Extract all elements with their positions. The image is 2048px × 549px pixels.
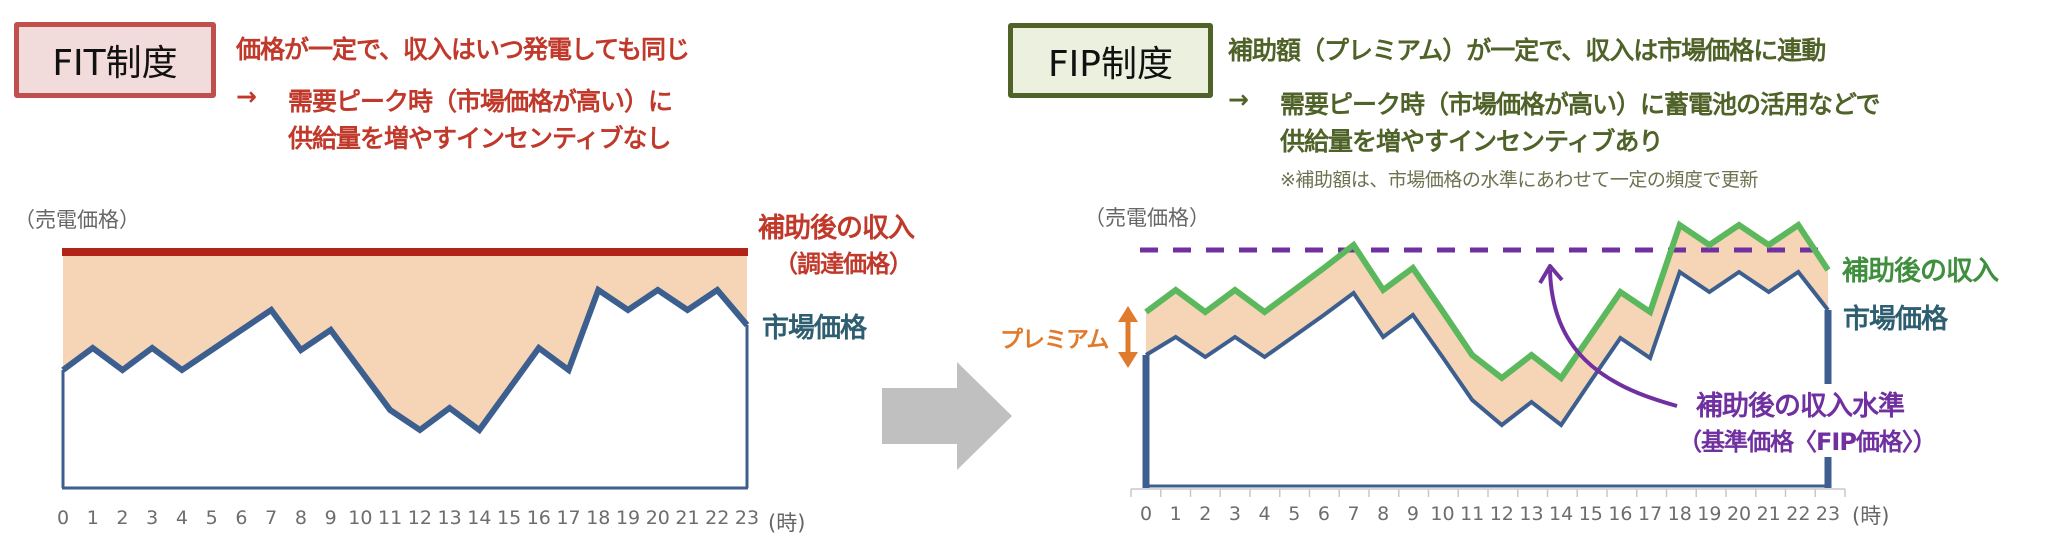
fit-x-tick-9: 9 [324, 507, 337, 529]
fit-x-tick-5: 5 [205, 507, 218, 529]
fip-x-tick-1: 1 [1169, 503, 1182, 525]
fip-x-tick-5: 5 [1288, 503, 1301, 525]
fit-x-tick-11: 11 [378, 507, 403, 529]
fip-post-subsidy-label: 補助後の収入 [1842, 256, 1999, 287]
fip-y-axis-label: （売電価格） [1084, 206, 1210, 230]
fip-market-price-line [1144, 268, 1830, 428]
fit-x-axis-unit: (時) [768, 511, 806, 535]
fip-x-tick-6: 6 [1317, 503, 1330, 525]
fip-x-tick-18: 18 [1667, 503, 1692, 525]
fip-x-axis-unit: (時) [1852, 504, 1890, 528]
fip-x-tick-8: 8 [1377, 503, 1390, 525]
fit-x-tick-0: 0 [56, 507, 70, 529]
fip-premium-label: プレミアム [1000, 327, 1109, 353]
fip-post-subsidy-income-line [1144, 220, 1831, 383]
fip-x-tick-13: 13 [1519, 503, 1544, 525]
fit-x-tick-21: 21 [675, 507, 700, 529]
fip-x-tick-22: 22 [1786, 503, 1811, 525]
fit-x-tick-17: 17 [556, 507, 581, 529]
fit-x-tick-14: 14 [467, 507, 492, 529]
fip-title: FIP制度 [1047, 43, 1174, 85]
fit-x-tick-6: 6 [235, 507, 248, 529]
fip-detail-line1: 需要ピーク時（市場価格が高い）に蓄電池の活用などで [1280, 90, 1881, 119]
fip-x-axis-ticks [1130, 488, 1846, 497]
fit-x-tick-13: 13 [437, 507, 462, 529]
fip-update-note: ※補助額は、市場価格の水準にあわせて一定の頻度で更新 [1280, 169, 1758, 191]
fit-y-axis-label: （売電価格） [14, 208, 140, 232]
fit-title: FIT制度 [52, 43, 178, 84]
fit-x-tick-22: 22 [705, 507, 730, 529]
fip-title-box: FIP制度 [1008, 23, 1213, 98]
fip-x-tick-12: 12 [1489, 503, 1514, 525]
fip-x-tick-11: 11 [1460, 503, 1485, 525]
fip-x-tick-4: 4 [1258, 503, 1271, 525]
fip-arrow-icon: → [1228, 85, 1249, 114]
fit-x-tick-4: 4 [175, 507, 188, 529]
fip-reference-level-label: 補助後の収入水準 [1692, 384, 1908, 423]
fip-x-tick-7: 7 [1347, 503, 1360, 525]
fip-x-tick-15: 15 [1578, 503, 1603, 525]
fip-x-tick-0: 0 [1139, 503, 1153, 525]
fit-post-subsidy-label: 補助後の収入 [758, 213, 915, 244]
fit-chart [61, 248, 750, 490]
fip-x-tick-20: 20 [1726, 503, 1752, 525]
fip-detail-line2: 供給量を増やすインセンティブあり [1280, 127, 1664, 156]
fip-x-tick-17: 17 [1637, 503, 1663, 525]
premium-double-arrow-icon [1118, 306, 1138, 368]
fip-x-tick-9: 9 [1406, 503, 1419, 525]
fit-x-tick-15: 15 [496, 507, 522, 529]
fit-x-tick-8: 8 [294, 507, 307, 529]
fit-x-tick-16: 16 [526, 507, 551, 529]
fit-market-price-label: 市場価格 [762, 313, 867, 344]
fip-x-tick-3: 3 [1228, 503, 1241, 525]
fit-detail-line1: 需要ピーク時（市場価格が高い）に [288, 87, 673, 116]
fit-x-tick-18: 18 [586, 507, 611, 529]
fit-x-tick-1: 1 [86, 507, 99, 529]
fit-title-box: FIT制度 [14, 22, 216, 98]
fit-subsidy-area [63, 252, 747, 430]
fit-market-price-line [61, 285, 750, 435]
fit-headline: 価格が一定で、収入はいつ発電しても同じ [236, 35, 690, 64]
fit-x-tick-3: 3 [146, 507, 159, 529]
fip-x-tick-16: 16 [1608, 503, 1633, 525]
transition-arrow-icon [882, 362, 1012, 470]
fit-x-tick-20: 20 [645, 507, 670, 529]
fit-detail-line2: 供給量を増やすインセンティブなし [288, 124, 672, 153]
fit-x-tick-2: 2 [116, 507, 129, 529]
fip-x-tick-21: 21 [1756, 503, 1781, 525]
fip-x-tick-19: 19 [1697, 503, 1722, 525]
fit-x-tick-10: 10 [348, 507, 373, 529]
fip-x-tick-23: 23 [1815, 503, 1841, 525]
fit-procurement-price-label: （調達価格） [774, 250, 913, 278]
reference-pointer-arrow-icon [1538, 264, 1678, 408]
fip-x-tick-2: 2 [1199, 503, 1212, 525]
fip-x-tick-14: 14 [1549, 503, 1574, 525]
fip-x-tick-10: 10 [1430, 503, 1455, 525]
fip-reference-price-label: （基準価格〈FIP価格〉） [1676, 422, 1938, 457]
fit-arrow-icon: → [236, 82, 257, 111]
fit-x-tick-12: 12 [407, 507, 432, 529]
fip-headline: 補助額（プレミアム）が一定で、収入は市場価格に連動 [1228, 36, 1826, 65]
fip-market-price-label: 市場価格 [1843, 304, 1948, 335]
fit-x-tick-7: 7 [265, 507, 278, 529]
fit-x-tick-19: 19 [615, 507, 641, 529]
fit-x-tick-23: 23 [734, 507, 760, 529]
